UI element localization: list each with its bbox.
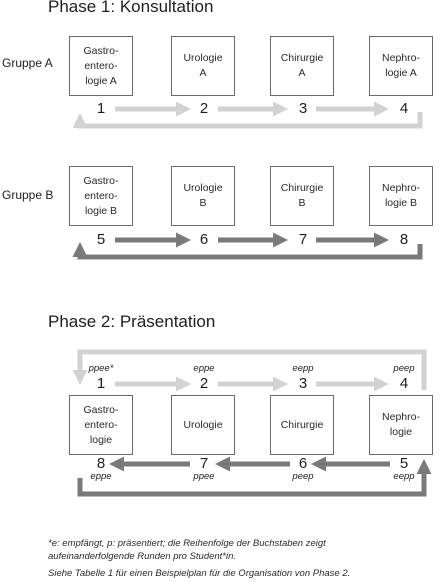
phase2-bottom-arrows: [77, 456, 432, 497]
box-p2-urologie: Urologie: [171, 395, 235, 455]
code-top-2: eppe: [193, 363, 215, 374]
number-p2-1: 1: [96, 375, 106, 392]
group-b-label: Gruppe B: [2, 188, 54, 202]
code-bottom-6: peep: [292, 471, 314, 482]
box-a-nephrologie: Nephro- logie A: [369, 36, 433, 96]
number-a-3: 3: [298, 100, 308, 117]
number-b-5: 5: [96, 231, 106, 248]
code-top-3: eepp: [292, 363, 314, 374]
code-bottom-7: ppee: [193, 471, 215, 482]
code-bottom-5: eepp: [393, 471, 415, 482]
box-p2-nephrologie: Nephro- logie: [369, 395, 433, 455]
number-b-7: 7: [298, 231, 308, 248]
code-top-4: peep: [393, 363, 415, 374]
number-b-8: 8: [399, 231, 409, 248]
number-p2-4: 4: [399, 375, 409, 392]
box-a-gastroenterologie: Gastro- entero- logie A: [69, 36, 133, 96]
code-top-1: ppee*: [88, 363, 114, 374]
arrow-p2-top-loop: [72, 349, 427, 390]
arrow-b-return: [72, 242, 423, 260]
box-b-chirurgie: Chirurgie B: [270, 166, 334, 226]
phase2-title: Phase 2: Präsentation: [48, 312, 216, 331]
box-p2-chirurgie: Chirurgie: [270, 395, 334, 455]
number-a-2: 2: [199, 100, 209, 117]
number-p2-3: 3: [298, 375, 308, 392]
number-p2-2: 2: [199, 375, 209, 392]
box-b-nephrologie: Nephro- logie B: [369, 166, 433, 226]
box-b-gastroenterologie: Gastro- entero- logie B: [69, 166, 133, 226]
box-b-urologie: Urologie B: [171, 166, 235, 226]
number-a-1: 1: [96, 100, 106, 117]
footnote-line-2: aufeinanderfolgende Runden pro Student*i…: [48, 551, 237, 562]
footnote-line-1: *e: empfängt, p: präsentiert; die Reihen…: [48, 538, 326, 549]
box-a-chirurgie: Chirurgie A: [270, 36, 334, 96]
number-p2-5: 5: [399, 455, 409, 472]
number-b-6: 6: [199, 231, 209, 248]
footnote-line-3: Siehe Tabelle 1 für einen Beispielplan f…: [48, 568, 351, 579]
group-a-label: Gruppe A: [2, 56, 53, 70]
box-p2-gastroenterologie: Gastro- entero- logie: [69, 395, 133, 455]
number-p2-8: 8: [96, 455, 106, 472]
phase2-top-arrows: [72, 349, 427, 392]
number-p2-7: 7: [199, 455, 209, 472]
phase1-title: Phase 1: Konsultation: [48, 0, 214, 16]
box-a-urologie: Urologie A: [171, 36, 235, 96]
code-bottom-8: eppe: [90, 471, 112, 482]
arrow-p2-bottom-loop: [77, 459, 432, 497]
number-p2-6: 6: [298, 455, 308, 472]
arrow-a-return: [72, 112, 423, 129]
group-b-arrows: [72, 232, 423, 260]
group-a-arrows: [72, 101, 423, 129]
number-a-4: 4: [399, 100, 409, 117]
